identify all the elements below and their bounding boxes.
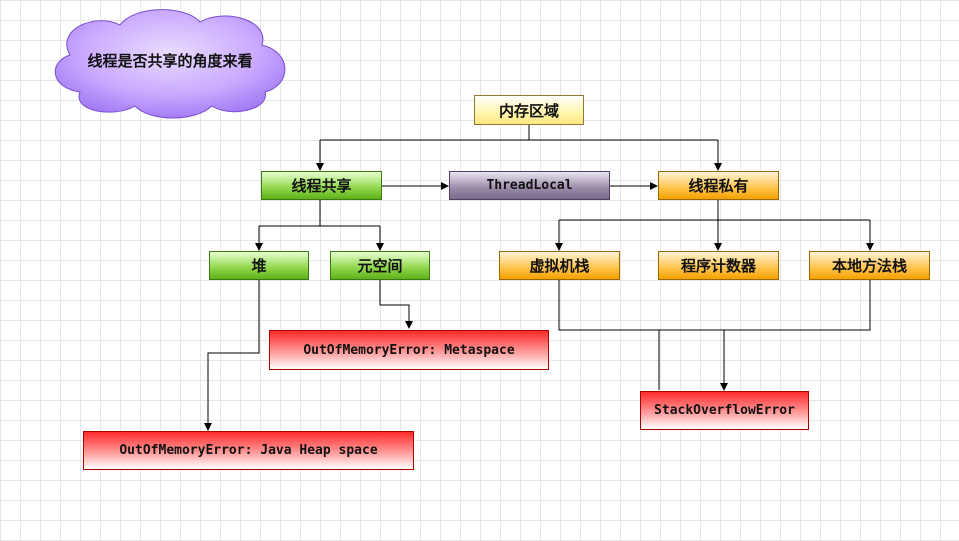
node-oom-metaspace[interactable]: OutOfMemoryError: Metaspace — [269, 330, 549, 370]
node-pc-register[interactable]: 程序计数器 — [658, 251, 779, 280]
node-vm-stack[interactable]: 虚拟机栈 — [499, 251, 620, 280]
cloud-shape — [54, 9, 286, 119]
node-memory-area[interactable]: 内存区域 — [474, 95, 584, 125]
node-metaspace[interactable]: 元空间 — [330, 251, 430, 280]
node-threadlocal[interactable]: ThreadLocal — [449, 171, 610, 200]
connector-metaspace-to-oom — [379, 280, 413, 329]
node-oom-heap[interactable]: OutOfMemoryError: Java Heap space — [83, 431, 414, 470]
node-native-stack[interactable]: 本地方法栈 — [809, 251, 930, 280]
cloud-label: 线程是否共享的角度来看 — [87, 51, 253, 70]
node-thread-shared[interactable]: 线程共享 — [261, 171, 382, 200]
node-heap[interactable]: 堆 — [209, 251, 309, 280]
connector-stacks-bar — [558, 280, 871, 331]
node-thread-private[interactable]: 线程私有 — [658, 171, 779, 200]
node-stack-overflow-error[interactable]: StackOverflowError — [640, 391, 809, 430]
connector-heap-to-oom — [204, 280, 260, 431]
